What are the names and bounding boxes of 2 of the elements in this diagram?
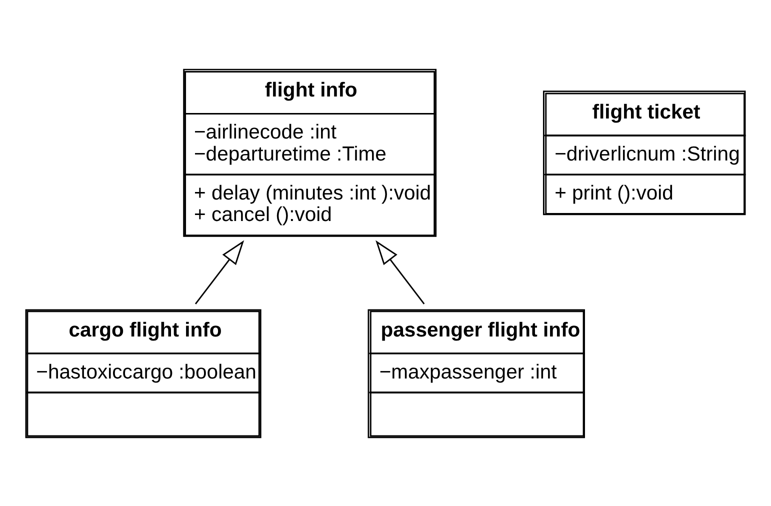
arrow: [194, 240, 244, 304]
arrow: [376, 240, 425, 304]
